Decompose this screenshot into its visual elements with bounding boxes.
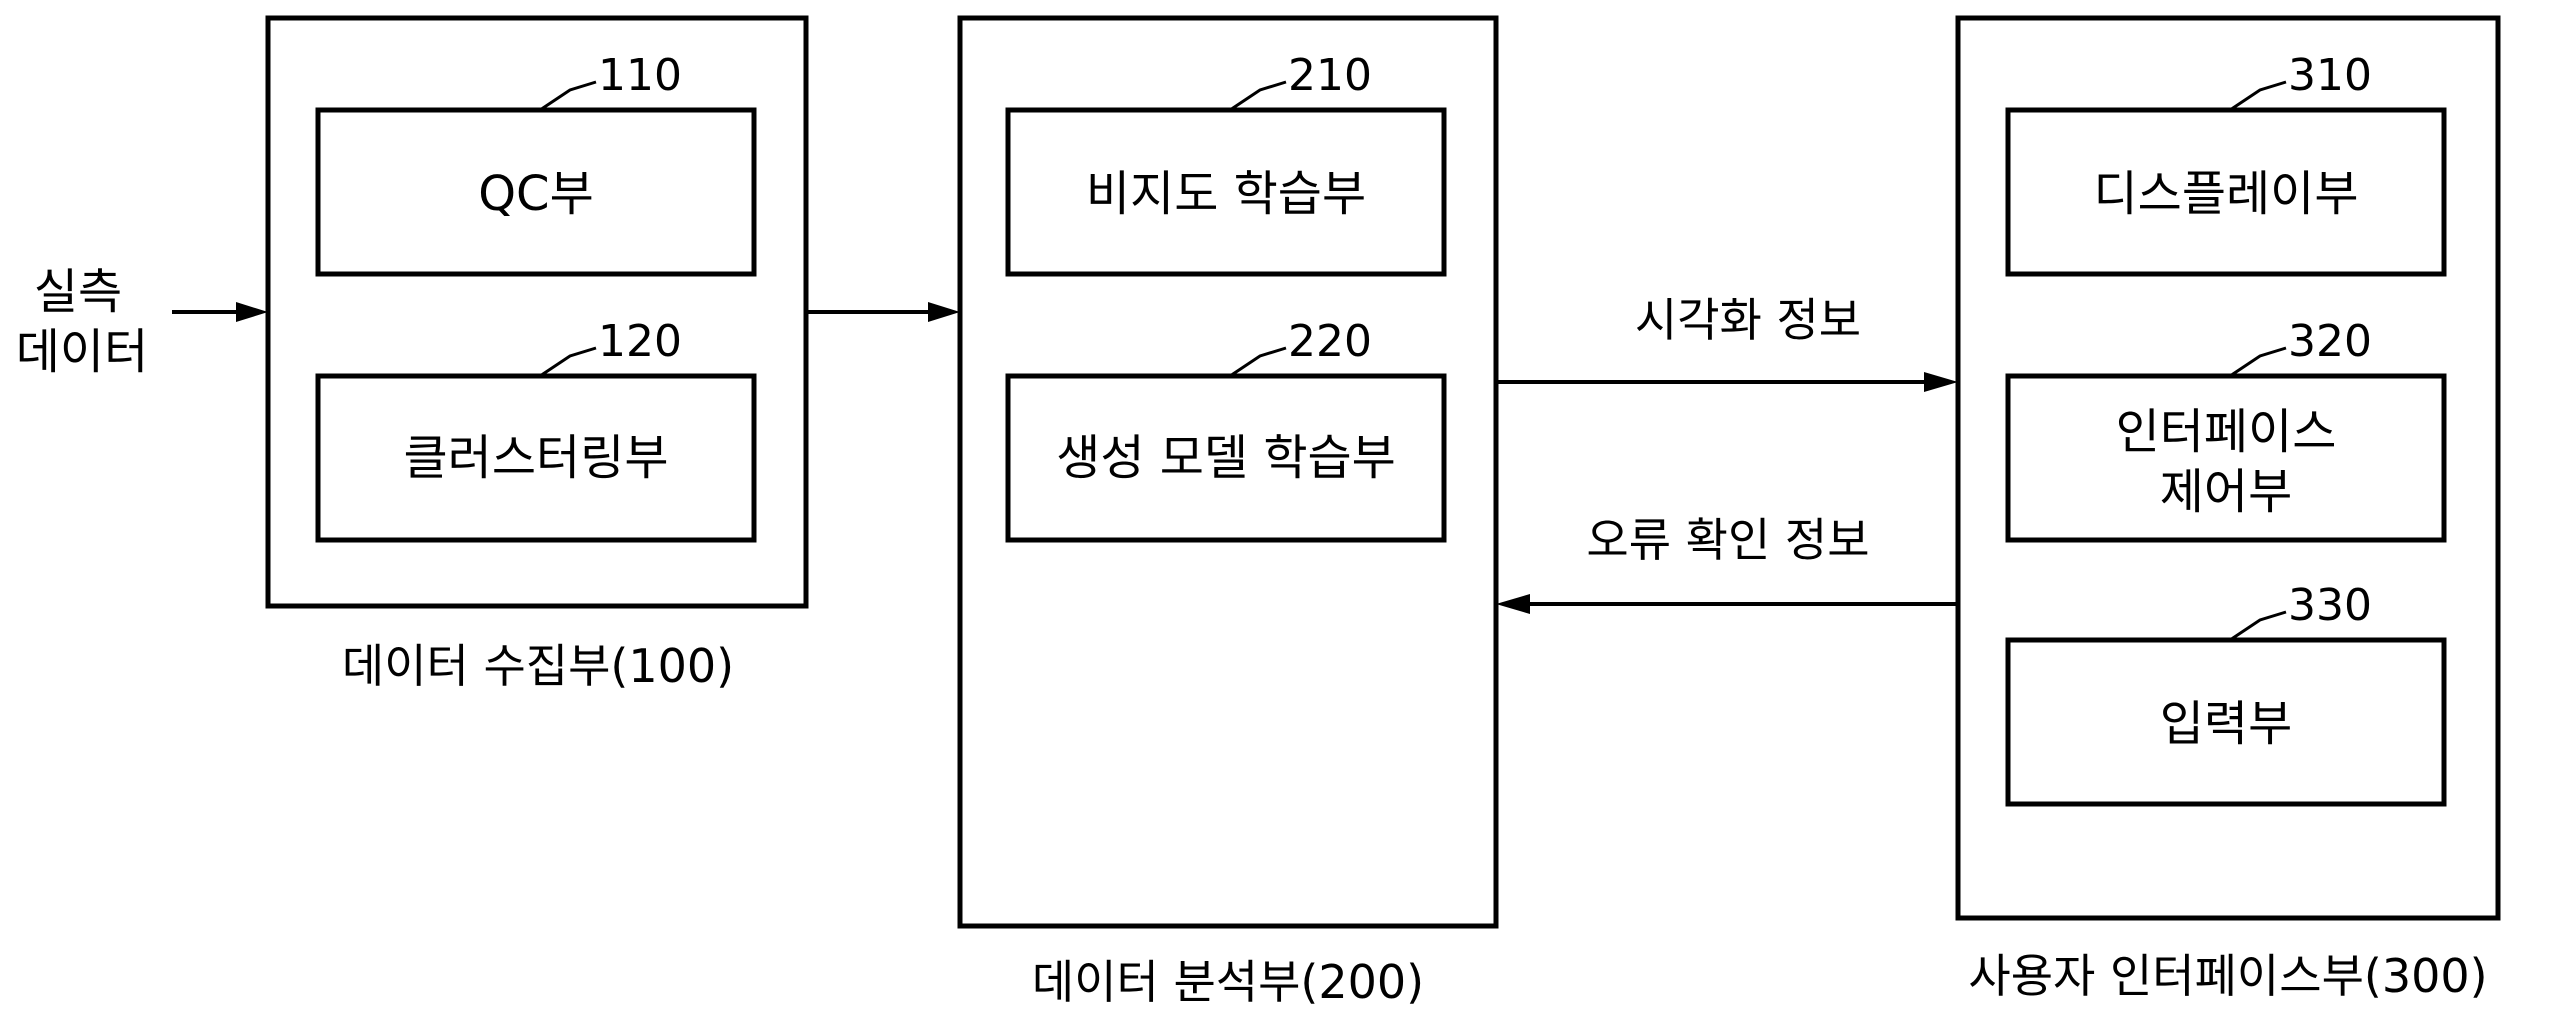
visualization-info-label: 시각화 정보 [1635, 293, 1861, 347]
data-collection-caption: 데이터 수집부(100) [342, 639, 734, 693]
interface-control-unit-label-line1: 인터페이스 [2116, 404, 2337, 460]
qc-unit-leader [540, 82, 596, 110]
clustering-unit-ref: 120 [598, 316, 682, 367]
unsupervised-learning-unit-ref: 210 [1288, 50, 1372, 101]
display-unit-label: 디스플레이부 [2094, 166, 2359, 222]
data-analysis-caption: 데이터 분석부(200) [1032, 955, 1424, 1009]
input-label-line2: 데이터 [16, 324, 148, 380]
input-arrow [172, 302, 268, 322]
unsupervised-learning-unit-label: 비지도 학습부 [1086, 166, 1366, 222]
error-check-info-arrow [1496, 594, 1958, 614]
input-unit: 입력부 [2008, 640, 2444, 804]
clustering-unit: 클러스터링부 [318, 376, 754, 540]
qc-unit-label: QC부 [478, 166, 593, 222]
display-unit-leader [2230, 82, 2286, 110]
generative-model-learning-unit: 생성 모델 학습부 [1008, 376, 1444, 540]
display-unit: 디스플레이부 [2008, 110, 2444, 274]
interface-control-unit-leader [2230, 348, 2286, 376]
qc-unit: QC부 [318, 110, 754, 274]
clustering-unit-leader [540, 348, 596, 376]
interface-control-unit: 인터페이스 제어부 [2008, 376, 2444, 540]
generative-model-learning-unit-ref: 220 [1288, 316, 1372, 367]
interface-control-unit-ref: 320 [2288, 316, 2372, 367]
unsupervised-learning-unit-leader [1230, 82, 1286, 110]
clustering-unit-label: 클러스터링부 [404, 430, 669, 486]
generative-model-learning-unit-label: 생성 모델 학습부 [1056, 430, 1396, 486]
generative-model-learning-unit-leader [1230, 348, 1286, 376]
user-interface-caption: 사용자 인터페이스부(300) [1968, 949, 2487, 1003]
data-analysis-module: 비지도 학습부 210 생성 모델 학습부 220 [960, 18, 1496, 926]
display-unit-ref: 310 [2288, 50, 2372, 101]
user-interface-module: 디스플레이부 310 인터페이스 제어부 320 입력부 330 [1958, 18, 2498, 918]
input-unit-label: 입력부 [2160, 696, 2292, 752]
input-unit-leader [2230, 612, 2286, 640]
interface-control-unit-label-line2: 제어부 [2160, 464, 2292, 520]
data-collection-module: QC부 110 클러스터링부 120 [268, 18, 806, 606]
input-unit-ref: 330 [2288, 580, 2372, 631]
collection-to-analysis-arrow [806, 302, 960, 322]
error-check-info-label: 오류 확인 정보 [1586, 513, 1869, 567]
visualization-info-arrow [1496, 372, 1958, 392]
input-label-line1: 실측 [34, 264, 122, 320]
qc-unit-ref: 110 [598, 50, 682, 101]
unsupervised-learning-unit: 비지도 학습부 [1008, 110, 1444, 274]
